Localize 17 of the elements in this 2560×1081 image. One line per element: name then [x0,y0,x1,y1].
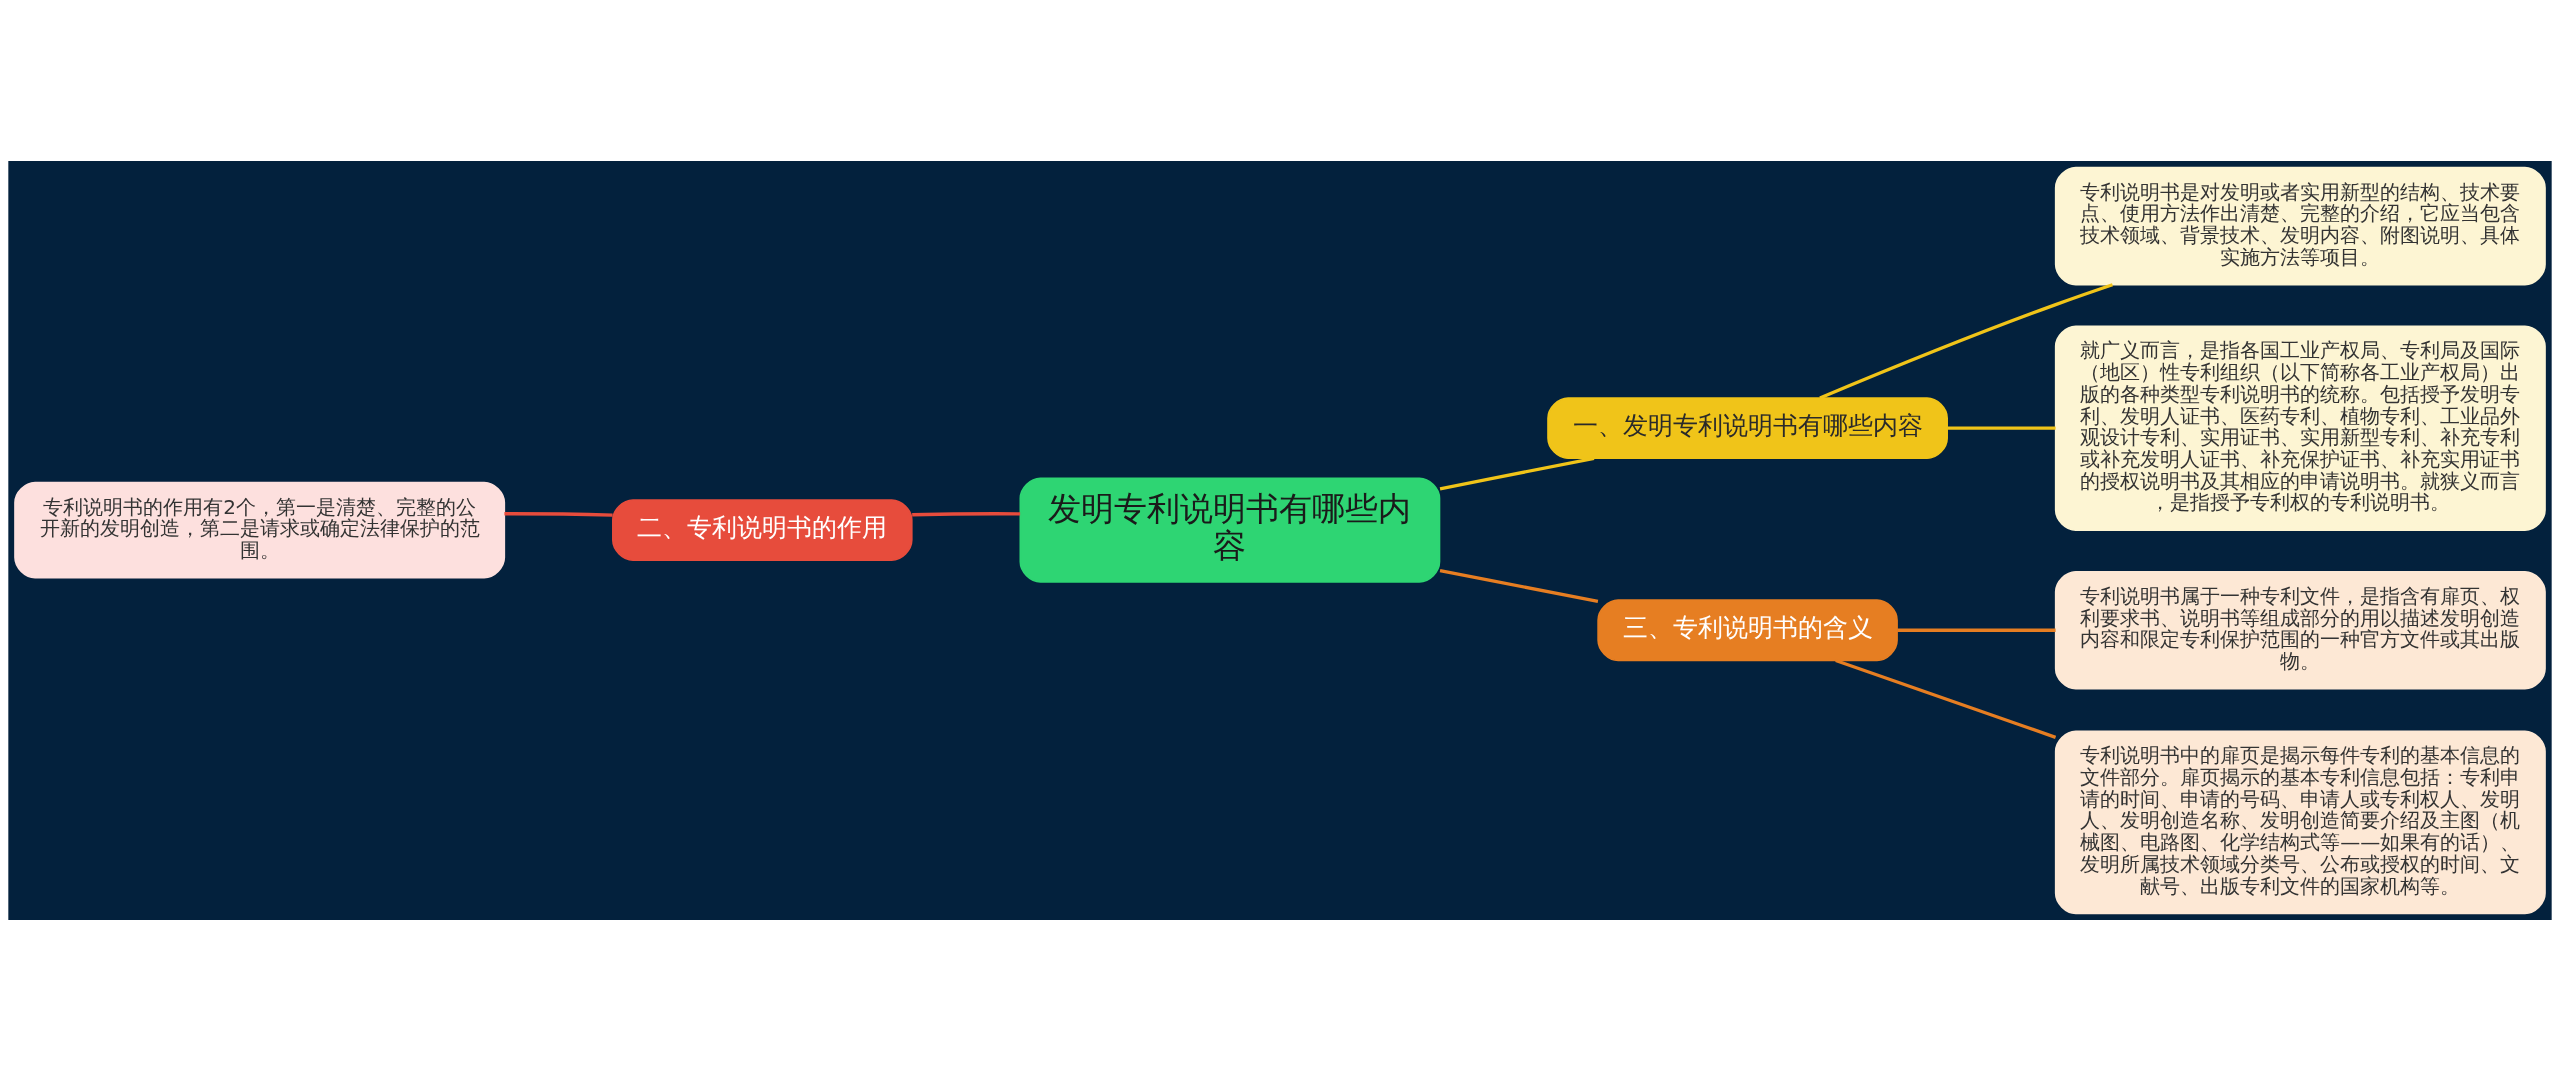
node-box: 发明专利说明书有哪些内容 [1019,477,1441,583]
node-box: 专利说明书的作用有2个，第一是清楚、完整的公开新的发明创造，第二是请求或确定法律保护的范围。 [14,481,506,579]
connector [1819,283,2114,400]
connector [1439,456,1595,491]
node-box: 专利说明书是对发明或者实用新型的结构、技术要点、使用方法作出清楚、完整的介绍，它应当包含技术领域、背景技术、发明内容、附图说明、具体实施方法等项目。 [2054,166,2546,286]
connector [1947,426,2056,430]
connector [1439,569,1599,604]
node-box: 三、专利说明书的含义 [1597,599,1898,662]
connector [1835,658,2057,739]
node-box: 就广义而言，是指各国工业产权局、专利局及国际（地区）性专利组织（以下简称各工业产权局）出版的各种类型专利说明书的统称。包括授予发明专利、发明人证书、医药专利、植物专利、工业品外观设计专利、实用证书、实用新型专利、补充专利或补充发明人证书、补充保护证书、补充实用证书的授权说明书及其相应的申请说明书。就狭义而言，是指授予专利权的专利说明书。 [2054,325,2546,531]
connector [504,512,613,517]
connector [1897,628,2056,632]
connector [912,512,1021,517]
node-box: 专利说明书属于一种专利文件，是指含有扉页、权利要求书、说明书等组成部分的用以描述发明创造内容和限定专利保护范围的一种官方文件或其出版物。 [2054,570,2546,690]
node-box: 一、发明专利说明书有哪些内容 [1547,397,1948,460]
node-box: 二、专利说明书的作用 [612,499,913,561]
node-box: 专利说明书中的扉页是揭示每件专利的基本信息的文件部分。扉页揭示的基本专利信息包括：专利申请的时间、申请的号码、申请人或专利权人、发明人、发明创造名称、发明创造简要介绍及主图（机械图、电路图、化学结构式等——如果有的话）、发明所属技术领域分类号、公布或授权的时间、文献号、出版专利文件的国家机构等。 [2054,730,2546,915]
